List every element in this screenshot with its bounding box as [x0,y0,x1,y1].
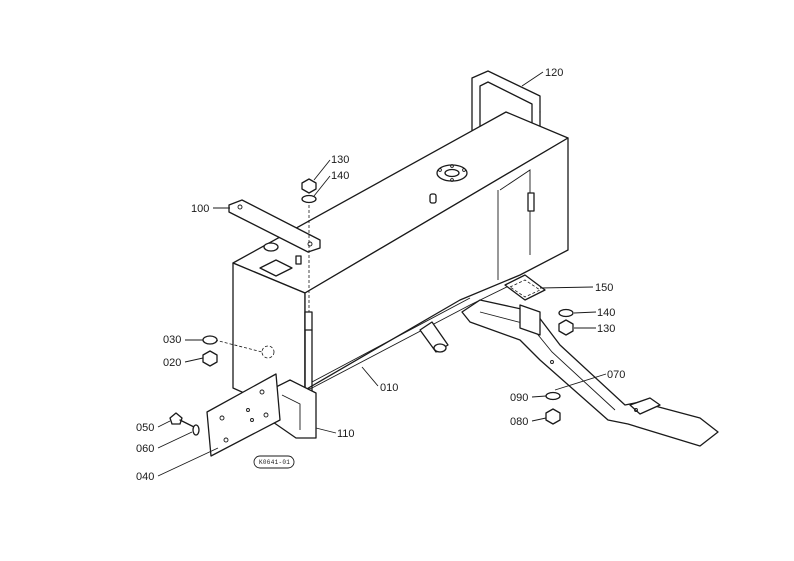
label-140-right: 140 [597,307,615,319]
label-060: 060 [136,443,154,455]
label-080: 080 [510,416,528,428]
part-labels: 120 130 140 100 150 140 130 030 020 010 … [136,67,625,483]
nut-washer-130-140-top [301,178,317,204]
nut-washer-030-020 [202,335,218,367]
nut-washer-140-130-right [558,308,574,336]
label-110: 110 [337,428,355,440]
label-130-right: 130 [597,323,615,335]
plate-040 [206,373,281,457]
label-040: 040 [136,471,154,483]
label-130-top: 130 [331,154,349,166]
fuel-tank-010 [214,111,569,421]
bracket-100 [228,199,321,253]
label-140-top: 140 [331,170,349,182]
stamp-code: K0641-01 [259,459,290,466]
nut-washer-090-080 [545,391,561,425]
rubber-pad-150 [504,274,546,301]
label-120: 120 [545,67,563,79]
leader-lines [157,71,607,477]
label-050: 050 [136,422,154,434]
label-090: 090 [510,392,528,404]
support-frame-070 [461,299,719,447]
label-100: 100 [191,203,209,215]
label-030: 030 [163,334,181,346]
bolt-050 [169,412,200,436]
label-010: 010 [380,382,398,394]
label-150: 150 [595,282,613,294]
label-070: 070 [607,369,625,381]
drawing-stamp: K0641-01 [253,455,295,469]
label-020: 020 [163,357,181,369]
